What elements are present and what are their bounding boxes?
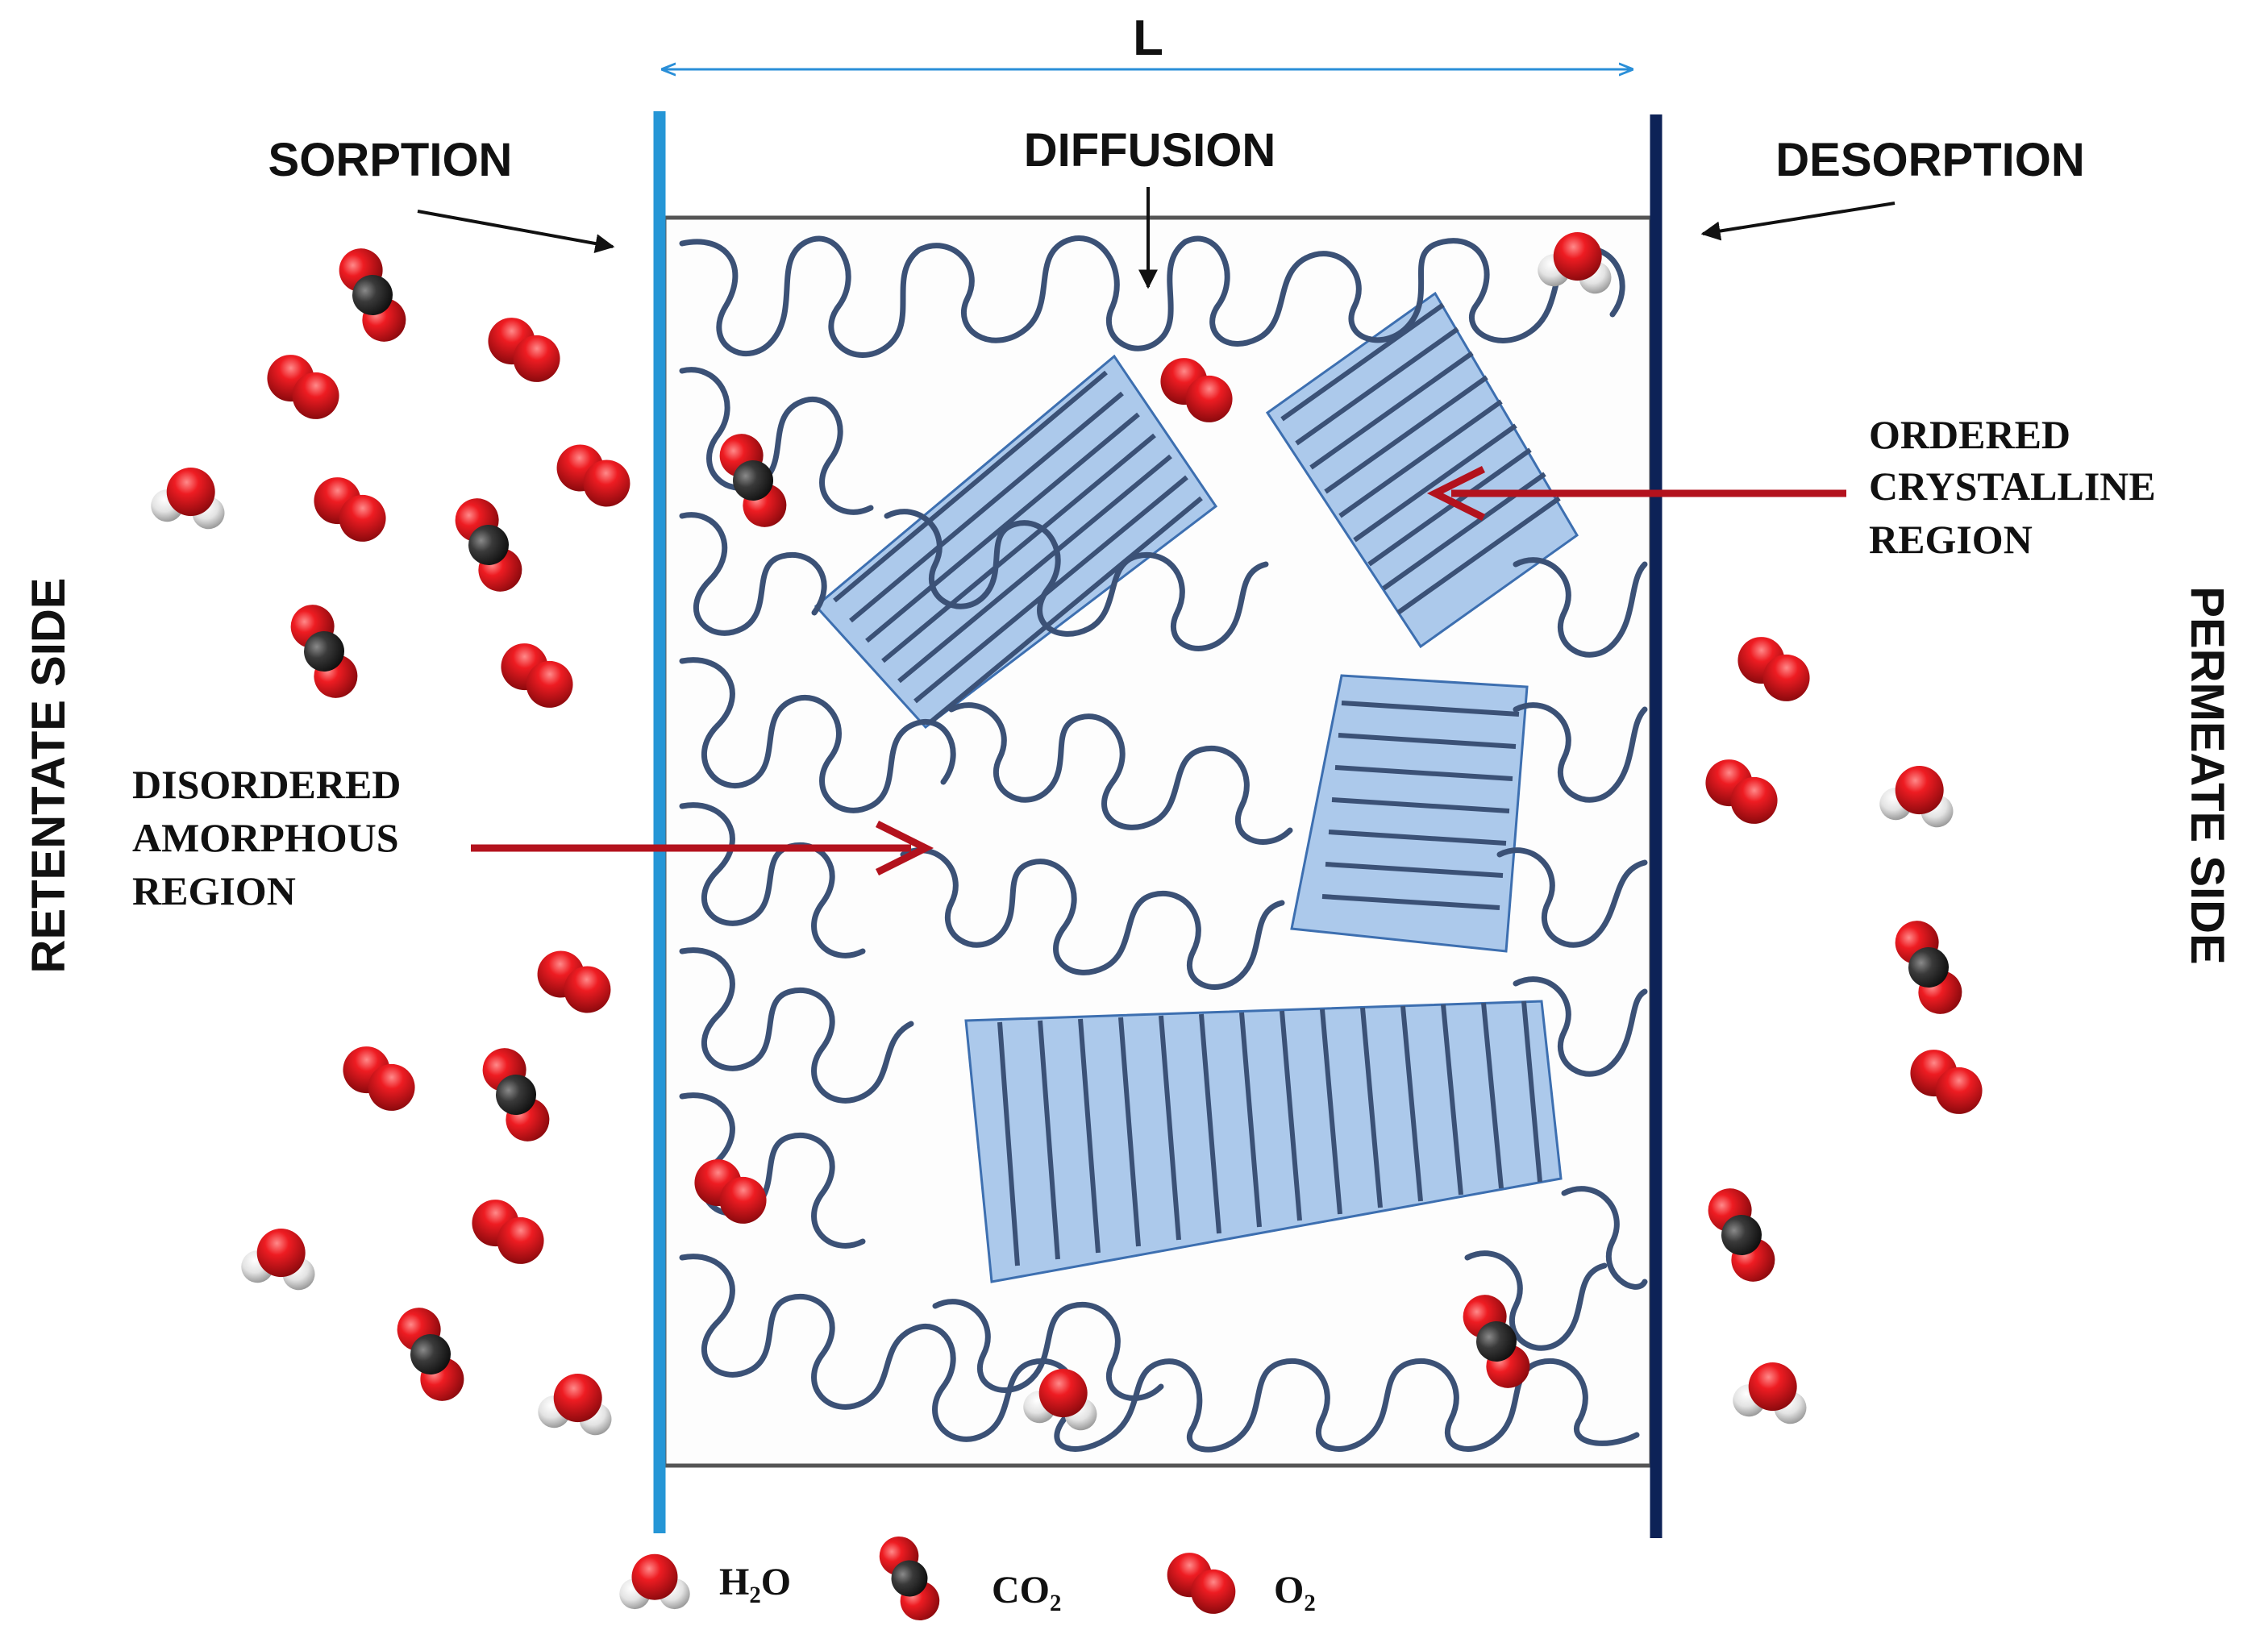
crystalline-region-2 xyxy=(1265,291,1579,649)
h2o-legend-label: H₂O xyxy=(719,1561,791,1603)
disordered-amorphous-label: DISORDERED AMORPHOUS REGION xyxy=(132,762,401,913)
polymer-chains xyxy=(679,235,1648,1453)
sorption-label: SORPTION xyxy=(268,134,513,186)
o2-molecule-icon xyxy=(1696,750,1787,834)
svg-text:CRYSTALLINE: CRYSTALLINE xyxy=(1869,464,2156,509)
svg-text:DISORDERED: DISORDERED xyxy=(132,762,401,807)
retentate-side-label: RETENTATE SIDE xyxy=(23,578,75,974)
co2-molecule-icon xyxy=(1700,1181,1783,1289)
svg-text:AMORPHOUS: AMORPHOUS xyxy=(132,815,399,860)
co2-molecule-icon xyxy=(331,241,414,349)
h2o-molecule-icon xyxy=(535,1367,619,1438)
permeate-side-label: PERMEATE SIDE xyxy=(2181,586,2233,964)
svg-text:REGION: REGION xyxy=(132,868,296,913)
o2-molecule-icon xyxy=(258,345,348,429)
o2-legend-label: O₂ xyxy=(1274,1569,1316,1611)
svg-text:REGION: REGION xyxy=(1869,517,2033,562)
co2-molecule-icon xyxy=(283,597,365,705)
crystalline-lamellae xyxy=(833,302,1561,1266)
o2-molecule-icon xyxy=(1901,1040,1991,1124)
crystalline-region-4 xyxy=(964,1000,1563,1283)
h2o-legend-icon xyxy=(619,1553,690,1610)
o2-molecule-icon xyxy=(528,942,620,1022)
desorption-arrow xyxy=(1700,202,1896,241)
permeate-molecules xyxy=(1696,627,1991,1427)
h2o-molecule-icon xyxy=(239,1222,323,1293)
o2-molecule-icon xyxy=(479,308,569,392)
co2-molecule-icon xyxy=(447,491,530,599)
o2-molecule-icon xyxy=(334,1037,424,1121)
ordered-region-arrow xyxy=(1426,465,1846,522)
o2-molecule-icon xyxy=(305,468,395,551)
o2-molecule-icon xyxy=(547,435,639,516)
co2-molecule-icon xyxy=(475,1041,557,1149)
svg-text:ORDERED: ORDERED xyxy=(1869,412,2070,457)
disordered-region-arrow xyxy=(471,820,934,876)
co2-molecule-icon xyxy=(389,1300,472,1408)
h2o-molecule-icon xyxy=(1730,1356,1814,1427)
length-label: L xyxy=(1133,10,1163,66)
h2o-molecule-icon xyxy=(148,461,232,532)
o2-legend-icon xyxy=(1158,1544,1245,1623)
diffusion-label: DIFFUSION xyxy=(1024,124,1276,177)
o2-molecule-icon xyxy=(492,634,582,717)
co2-legend-label: CO₂ xyxy=(992,1569,1061,1611)
desorption-label: DESORPTION xyxy=(1775,134,2085,186)
co2-legend-icon xyxy=(872,1529,947,1626)
ordered-crystalline-label: ORDERED CRYSTALLINE REGION xyxy=(1869,412,2156,562)
o2-molecule-icon xyxy=(1729,627,1819,711)
sorption-arrow xyxy=(417,210,615,253)
o2-molecule-icon xyxy=(463,1190,553,1274)
co2-molecule-icon xyxy=(1887,913,1970,1021)
h2o-molecule-icon xyxy=(1877,759,1961,830)
legend: H₂O CO₂ O₂ xyxy=(619,1529,1316,1626)
